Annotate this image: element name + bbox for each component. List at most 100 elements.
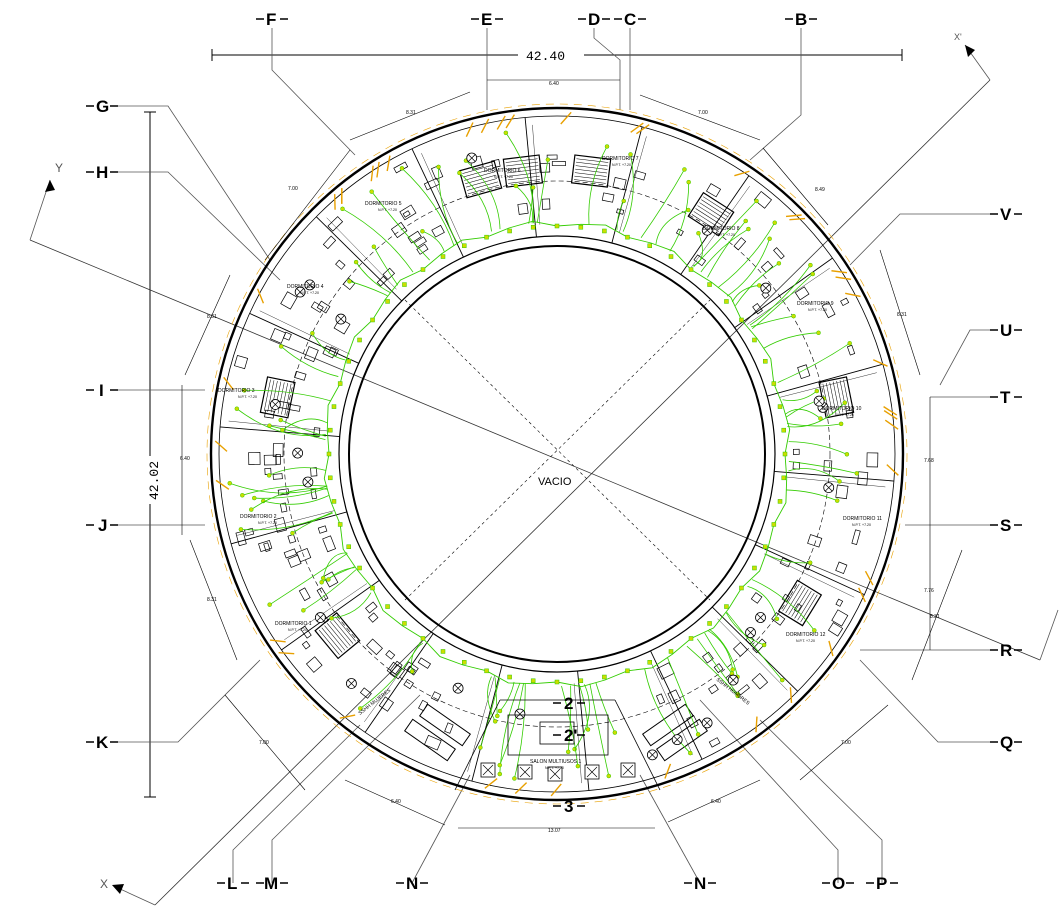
- circuit-branch: [700, 228, 749, 273]
- dim-upper-left: 7.00: [288, 186, 298, 192]
- light-point: [440, 649, 446, 654]
- light-point: [763, 359, 768, 364]
- circuit-branch: [303, 569, 357, 611]
- light-point: [578, 678, 584, 684]
- outlet-point: [812, 628, 817, 633]
- circuit-branch: [574, 684, 590, 750]
- furniture-block: [317, 525, 328, 534]
- circuit-branch: [487, 676, 496, 722]
- dim-upper-right: 8.49: [815, 187, 825, 193]
- axis-label: D: [588, 10, 600, 29]
- light-point: [402, 282, 407, 287]
- furniture-block: [272, 473, 283, 480]
- circuit-branch: [667, 657, 699, 735]
- furniture-block: [263, 454, 277, 466]
- stair-step: [506, 161, 538, 167]
- circuit-branch: [709, 628, 738, 677]
- light-point: [688, 267, 694, 272]
- furniture-block: [601, 192, 615, 203]
- stair-step: [267, 380, 275, 412]
- outlet-point: [585, 727, 591, 732]
- window-accent: [785, 214, 802, 218]
- room-label: DORMITORIO 10: [822, 406, 862, 412]
- furniture-block: [399, 204, 417, 221]
- axis-label: P: [876, 874, 887, 893]
- luminaire-cross: [271, 400, 280, 409]
- furniture-block: [322, 535, 337, 553]
- outlet-point: [807, 560, 813, 565]
- light-point: [771, 381, 777, 386]
- luminaire-cross: [304, 478, 312, 486]
- outlet-point: [834, 498, 840, 503]
- room-label: DORMITORIO 11: [843, 516, 882, 522]
- light-point: [739, 585, 744, 591]
- window-accent: [278, 651, 295, 655]
- light-point: [327, 475, 333, 481]
- outlet-point: [842, 400, 848, 405]
- outlet-point: [495, 713, 500, 719]
- light-point: [668, 254, 674, 259]
- outlet-point: [326, 577, 331, 582]
- furniture-block: [750, 592, 763, 604]
- room-level: N.P.T. +7.20: [288, 628, 307, 632]
- dim-top-span: 6.40: [549, 81, 559, 87]
- light-point: [370, 317, 375, 323]
- furniture-block: [845, 409, 854, 419]
- outlet-point: [545, 157, 551, 162]
- axis-arrows: [45, 45, 975, 894]
- circuit-branch: [788, 441, 848, 455]
- circuit-branch: [735, 262, 780, 306]
- outlet-point: [808, 262, 813, 268]
- light-point: [385, 299, 390, 304]
- luminaire-cross: [467, 154, 476, 162]
- outlet-point: [686, 179, 691, 185]
- circuit-branch: [786, 423, 842, 427]
- furniture-block: [823, 460, 833, 472]
- furniture-block: [667, 689, 682, 705]
- stair-step: [788, 587, 806, 615]
- furniture-block: [235, 530, 247, 547]
- furniture-block: [327, 216, 344, 232]
- furniture-block: [258, 539, 273, 552]
- window-accent: [831, 270, 848, 274]
- circuit-branch: [777, 342, 850, 383]
- furniture-block: [807, 534, 823, 548]
- furniture-block: [280, 291, 298, 310]
- room-label: DORMITORIO 4: [287, 284, 324, 290]
- outlet-point: [290, 530, 295, 536]
- stair-block: [458, 160, 503, 199]
- circuit-branch: [459, 172, 492, 232]
- luminaire-cross: [815, 397, 823, 405]
- furniture-block: [263, 542, 271, 553]
- light-point: [554, 223, 560, 229]
- furniture-block: [382, 267, 396, 281]
- outlet-point: [746, 226, 751, 232]
- room-label: SALON MULTIUSOS 1: [530, 759, 582, 765]
- light-point: [777, 404, 783, 409]
- dim-lower-left: 8.31: [207, 597, 217, 603]
- axis-label: S: [1000, 516, 1011, 535]
- axis-label: G: [96, 97, 109, 116]
- stair-step: [693, 211, 721, 229]
- outlet-point: [844, 452, 850, 457]
- outlet-point: [301, 608, 306, 613]
- furniture-block: [323, 571, 339, 588]
- axis-label: 2': [564, 726, 578, 745]
- circuit-branch: [622, 154, 634, 232]
- partition-wall: [785, 476, 886, 488]
- furniture-block: [733, 237, 747, 251]
- window-accent: [376, 161, 380, 178]
- outlet-point: [791, 313, 796, 319]
- outlet-point: [810, 271, 815, 277]
- furniture-block: [416, 243, 429, 255]
- outlet-point: [565, 749, 571, 755]
- outlet-point: [606, 773, 612, 779]
- partition-wall: [284, 583, 368, 640]
- circuit-branch: [669, 182, 690, 252]
- outlet-point: [353, 259, 359, 265]
- circuit-branch: [292, 512, 333, 534]
- window-accent: [828, 640, 834, 657]
- stair-step: [574, 172, 607, 177]
- stair-step: [701, 199, 729, 218]
- stair-step: [507, 172, 540, 177]
